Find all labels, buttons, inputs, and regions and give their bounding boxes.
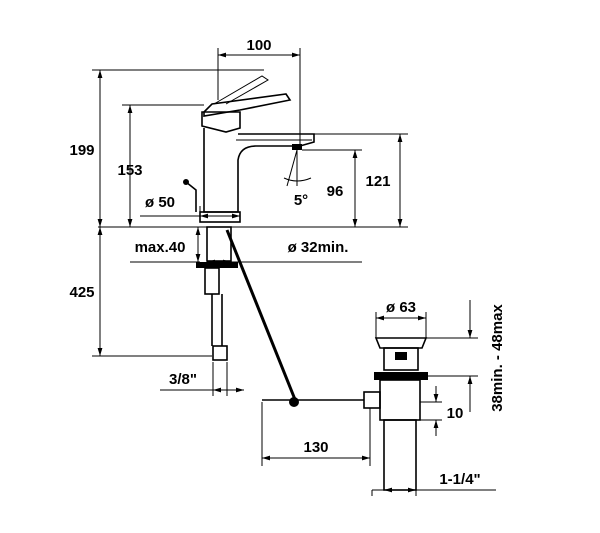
waste-nut [374, 372, 428, 380]
faucet-base [199, 211, 241, 223]
dim-waste-head: ø 63 [386, 299, 416, 316]
popup-rod [225, 229, 298, 403]
dimension-lines: 100 199 153 121 96 5° ø 50 max.40 [69, 37, 506, 496]
rod-clip [289, 397, 299, 407]
fixing-bracket [204, 267, 220, 295]
hose-connector [212, 345, 228, 361]
dim-waste-flange: 10 [447, 405, 464, 422]
waste-flange [374, 337, 428, 349]
dim-spout-angle: 5° [294, 192, 308, 209]
waste-body [379, 379, 421, 421]
dim-waste-thread: 1-1/4" [439, 471, 480, 488]
dim-base-diameter: ø 50 [145, 194, 175, 211]
fixing-nut [196, 262, 238, 268]
supply-hose [211, 294, 223, 346]
dim-max-deck: max.40 [135, 239, 186, 256]
dim-spout-reach: 100 [246, 37, 271, 54]
lever-open-position [213, 75, 269, 105]
dim-spout-height: 96 [327, 183, 344, 200]
dim-outlet-height: 121 [365, 173, 390, 190]
dim-below-deck: 425 [69, 284, 94, 301]
faucet-body [203, 128, 315, 213]
faucet-cap [201, 111, 241, 133]
dim-body-height: 153 [117, 162, 142, 179]
faucet-lever [203, 93, 292, 117]
aerator [292, 144, 302, 150]
dim-total-height: 199 [69, 142, 94, 159]
waste-drawing [262, 337, 428, 491]
under-deck-assembly [196, 226, 298, 403]
popup-rod-knob [185, 181, 197, 212]
waste-lever-housing [363, 391, 381, 409]
dim-connection-thread: 3/8" [169, 371, 197, 388]
waste-stopper [383, 347, 419, 371]
waste-tailpiece [383, 419, 417, 491]
dim-pull-rod: 130 [303, 439, 328, 456]
dim-hole-diameter: ø 32min. [288, 239, 349, 256]
dim-waste-range: 38min. - 48max [489, 304, 506, 412]
